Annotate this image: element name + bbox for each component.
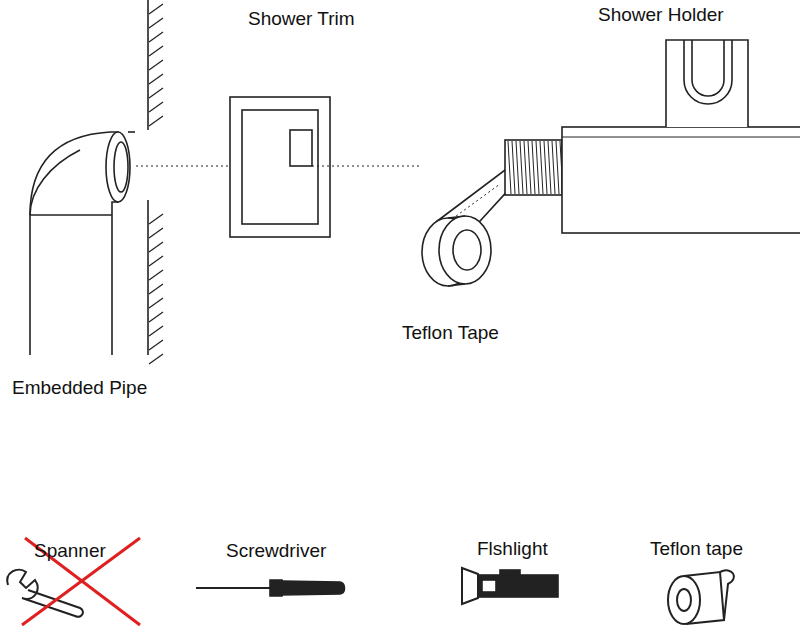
part-label: Screwdriver: [226, 540, 326, 563]
part-label: Shower Trim: [248, 8, 355, 31]
part-label: Embedded Pipe: [12, 377, 147, 400]
part-label: Spanner: [34, 540, 106, 563]
part-label: Teflon Tape: [402, 322, 499, 345]
part-label: Teflon tape: [650, 538, 743, 561]
part-label: Shower Holder: [598, 4, 724, 27]
part-label: Flshlight: [477, 538, 548, 561]
